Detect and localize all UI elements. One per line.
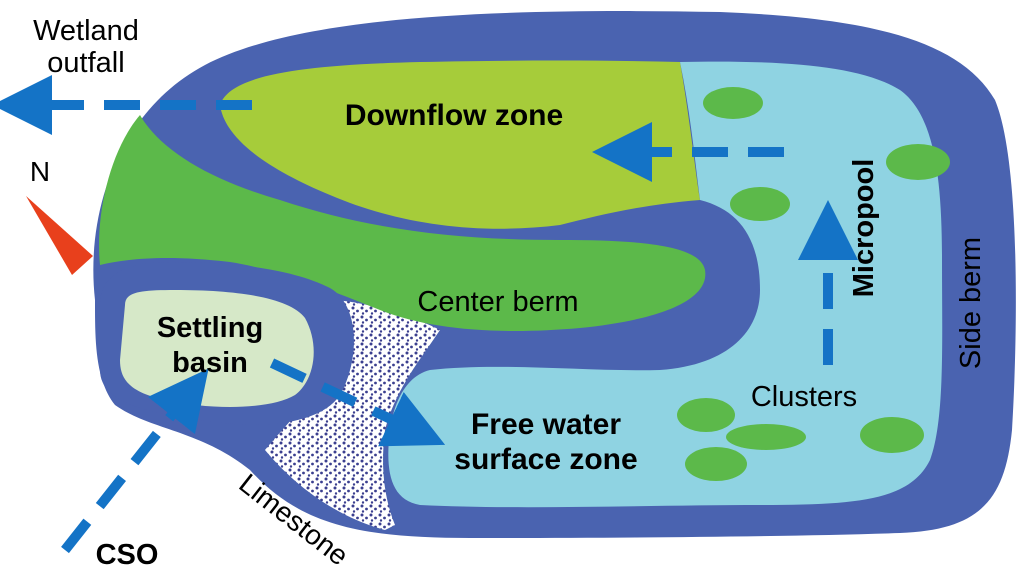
free-water-surface-zone-label: surface zone <box>454 443 637 476</box>
cluster <box>730 187 790 221</box>
cluster <box>677 398 735 432</box>
settling-basin-label: basin <box>172 347 248 379</box>
center-berm-label: Center berm <box>417 286 578 318</box>
settling-basin-label: Settling <box>157 312 263 344</box>
clusters-label: Clusters <box>751 381 857 413</box>
free-water-surface-zone <box>388 61 943 508</box>
micropool-label: Micropool <box>848 159 880 298</box>
cso-inflow-arrow <box>61 368 209 554</box>
wetland-outfall-label: outfall <box>47 47 124 79</box>
cluster <box>886 144 950 180</box>
downflow-zone <box>220 60 700 229</box>
north-label: N <box>30 156 50 187</box>
free-water-surface-zone-label: Free water <box>471 408 621 441</box>
vegetation-clusters <box>677 87 950 481</box>
settling-to-free-water-arrow <box>269 358 446 447</box>
wetland-outfall-label: Wetland <box>33 15 139 47</box>
north-arrow-icon <box>26 196 93 275</box>
center-berm-region <box>99 115 706 331</box>
downflow-zone-label: Downflow zone <box>345 99 563 132</box>
cso-label: CSO <box>96 539 159 571</box>
cluster <box>703 87 763 119</box>
limestone-area <box>265 299 440 530</box>
cluster <box>685 447 747 481</box>
cluster <box>860 417 924 453</box>
flow-arrows <box>0 75 858 554</box>
cluster <box>726 424 806 450</box>
side-berm-label: Side berm <box>955 237 987 369</box>
